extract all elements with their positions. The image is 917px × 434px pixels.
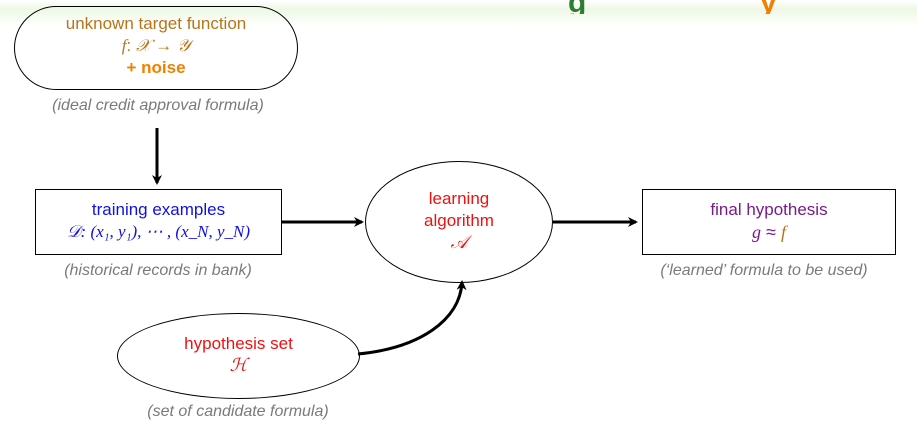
algorithm-symbol: 𝒜 [450,232,468,253]
hypothesis-set-node: hypothesis set ℋ [117,313,360,399]
training-examples-node: training examples 𝒟: (x₁, y₁), ⋯ , (x_N,… [35,189,282,255]
training-examples-formula: 𝒟: (x₁, y₁), ⋯ , (x_N, y_N) [66,222,251,242]
arrow-hypothesis-to-algorithm [357,280,467,356]
target-function-formula: f: 𝒳 → 𝒴 [121,36,191,56]
noise-label: + noise [126,58,186,77]
learning-algorithm-node: learning algorithm 𝒜 [365,161,553,283]
hypothesis-set-symbol: ℋ [229,355,248,376]
target-caption: (ideal credit approval formula) [52,97,264,114]
final-hypothesis-label: final hypothesis [710,200,828,219]
final-hypothesis-node: final hypothesis g ≈ f [642,189,896,255]
title-fragment-right: y [760,0,777,14]
training-caption: (historical records in bank) [64,262,252,279]
hypothesis-set-label: hypothesis set [184,334,293,353]
final-caption: (‘learned’ formula to be used) [660,262,868,279]
title-fragment-left: g [568,0,586,14]
target-function-node: unknown target function f: 𝒳 → 𝒴 + noise [14,6,298,90]
hypothesis-caption: (set of candidate formula) [147,403,329,420]
algorithm-label-line1: learning [428,189,490,208]
algorithm-label-line2: algorithm [424,211,494,230]
target-function-label: unknown target function [65,14,247,33]
training-examples-label: training examples [91,200,226,219]
final-hypothesis-formula: g ≈ f [752,222,786,242]
title-bar: g y [0,0,917,26]
